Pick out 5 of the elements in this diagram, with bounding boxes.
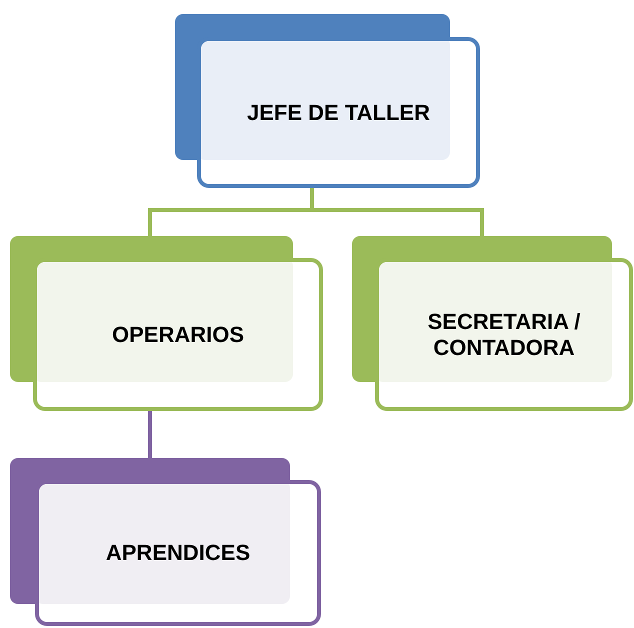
node-label: JEFE DE TALLER [247, 100, 430, 126]
connector-line [148, 411, 152, 458]
node-label: OPERARIOS [112, 322, 244, 348]
node-label: SECRETARIA / CONTADORA [426, 308, 582, 360]
node-label: APRENDICES [106, 540, 250, 566]
